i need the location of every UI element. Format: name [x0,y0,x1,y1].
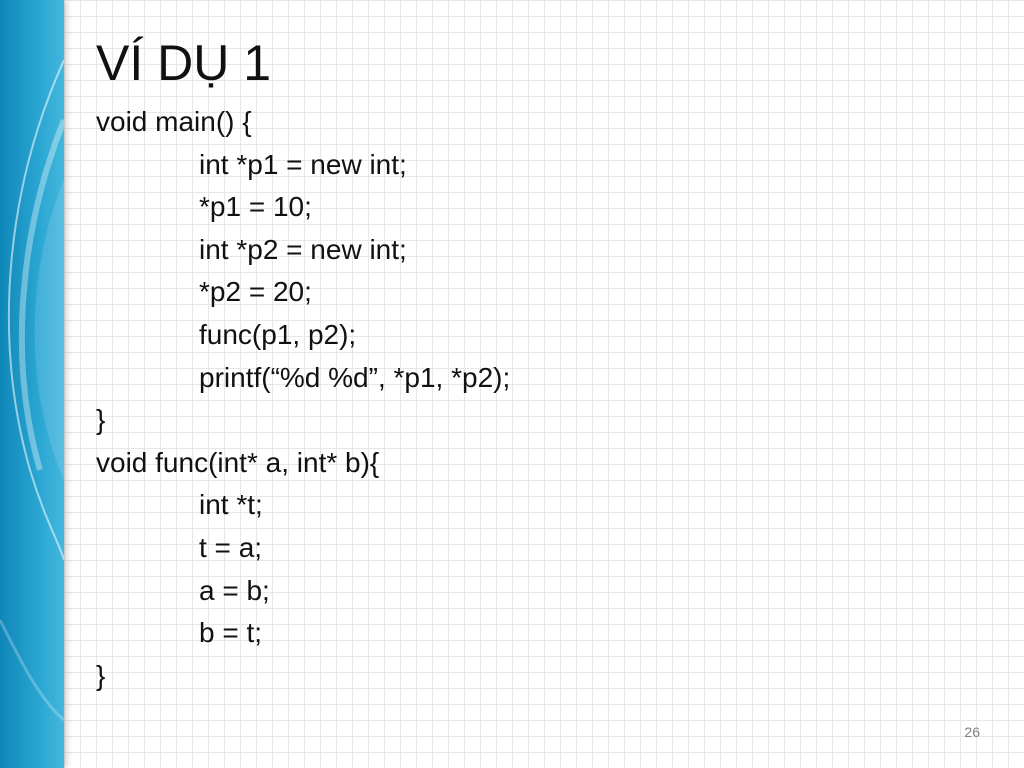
code-line: b = t; [199,617,263,649]
slide-title: VÍ DỤ 1 [96,35,272,91]
code-line: func(p1, p2); [199,318,357,350]
code-line: } [96,659,106,691]
code-block: void main() { int *p1 = new int; *p1 = 1… [96,101,510,697]
code-line: t = a; [199,531,263,563]
slide-number: 26 [964,724,980,740]
code-line: } [96,404,106,436]
code-line: printf(“%d %d”, *p1, *p2); [199,361,511,393]
code-line: *p1 = 10; [199,191,312,223]
code-line: void func(int* a, int* b){ [96,446,380,478]
code-line: int *t; [199,489,263,521]
code-line: void main() { [96,106,252,137]
code-line: *p2 = 20; [199,276,312,308]
side-decoration-band [0,0,64,768]
code-line: a = b; [199,574,270,606]
swoosh-decoration [0,59,64,722]
code-line: int *p1 = new int; [199,148,407,180]
code-line: int *p2 = new int; [199,233,407,265]
